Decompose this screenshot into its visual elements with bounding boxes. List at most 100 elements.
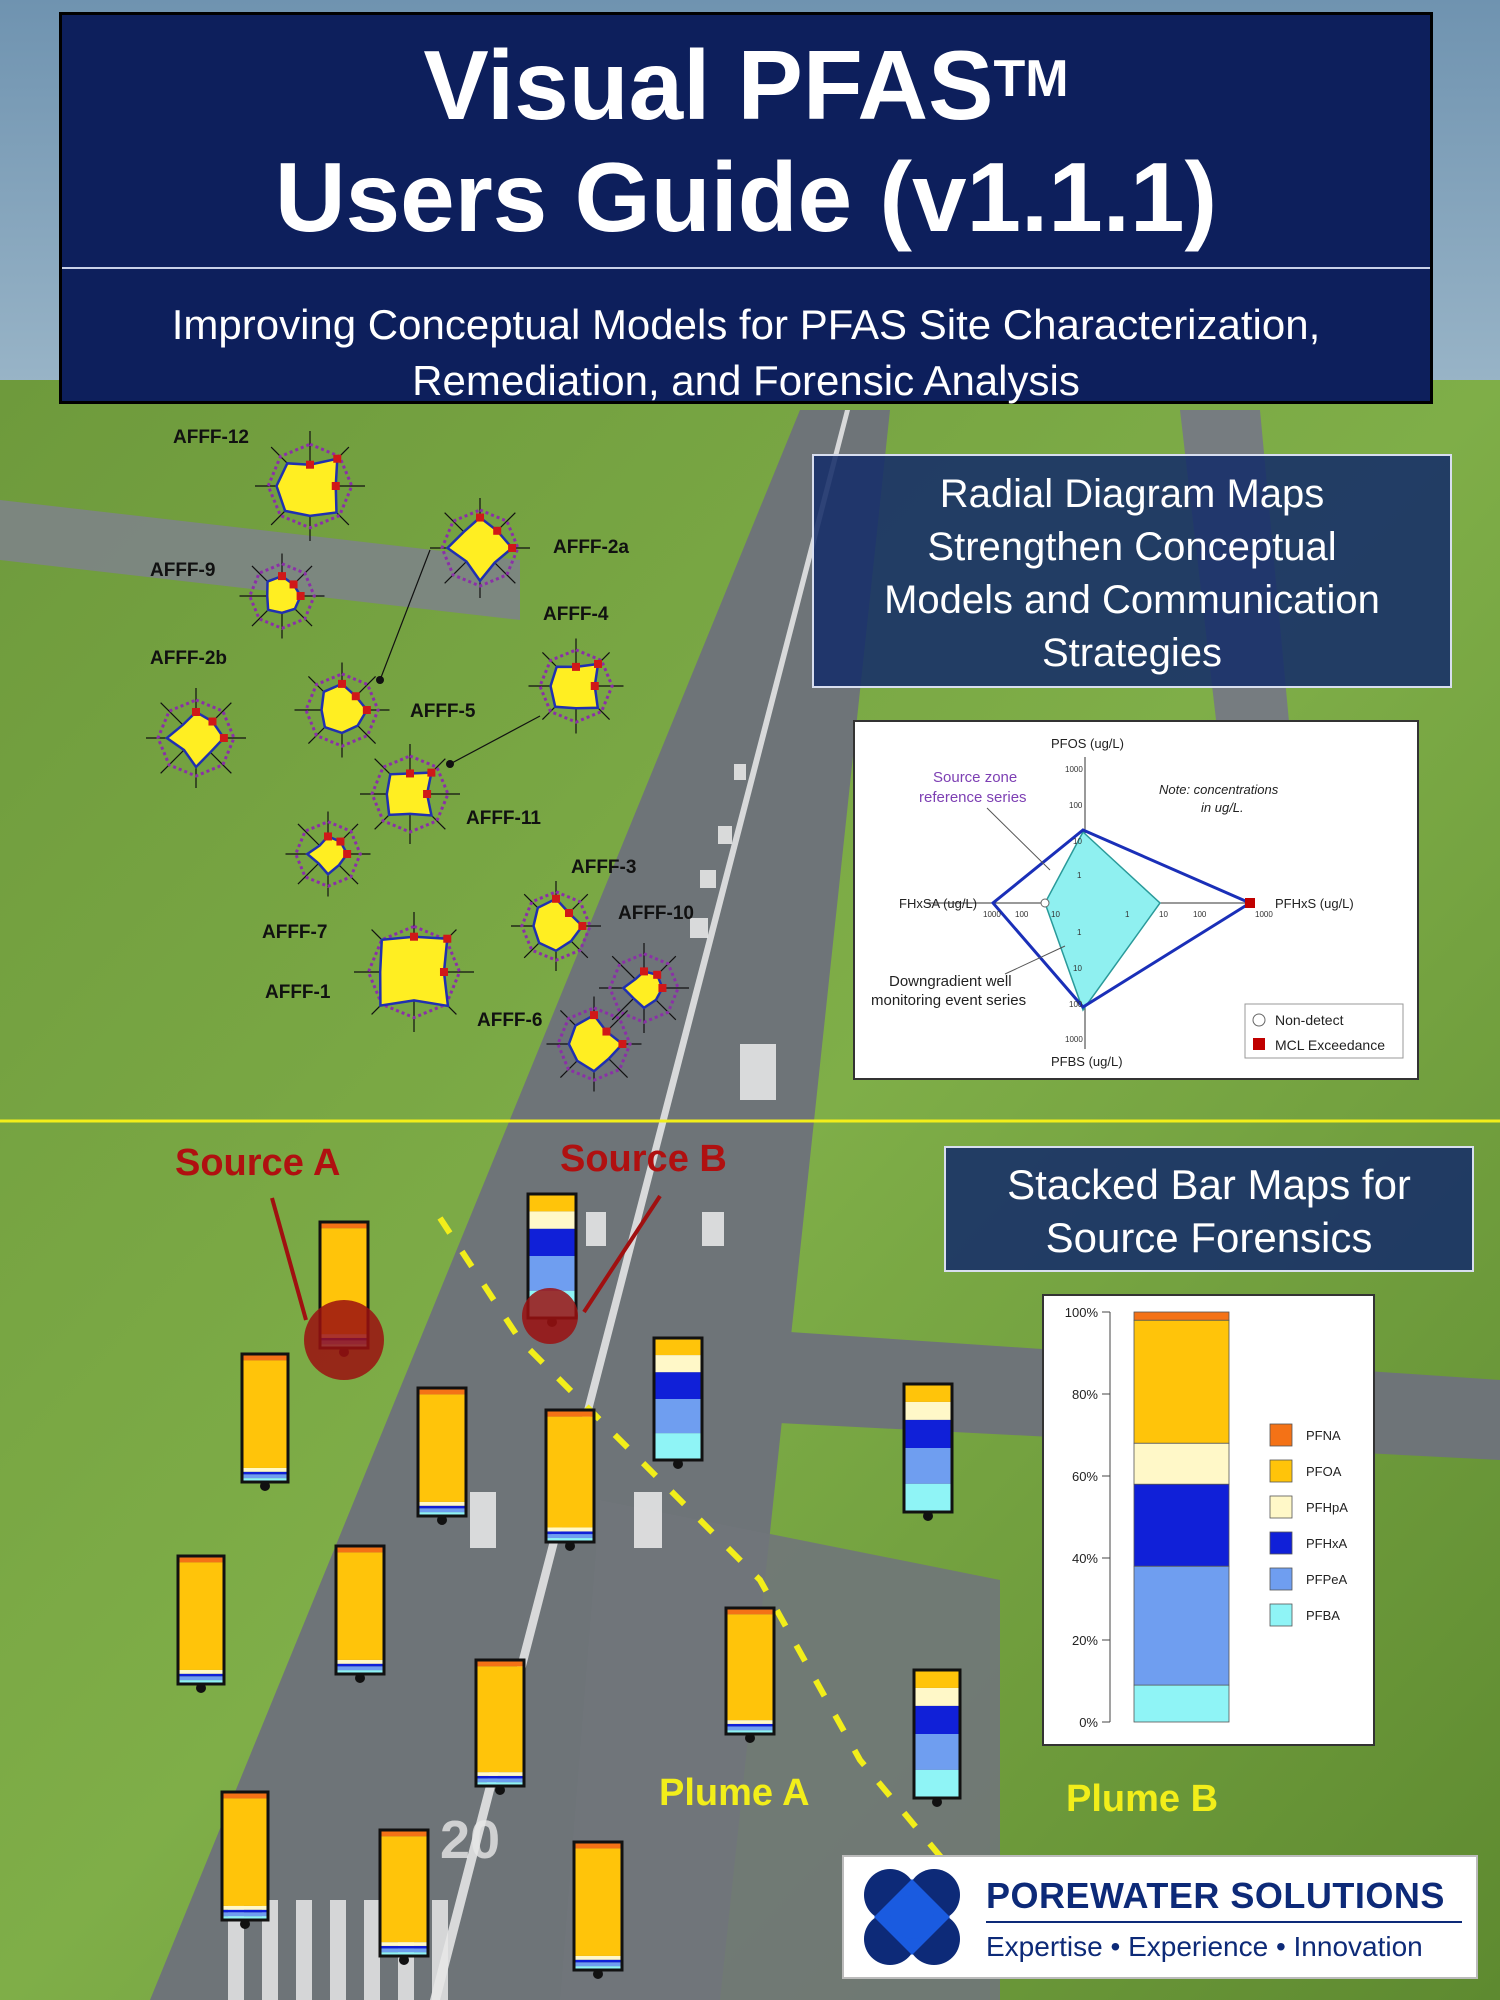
radar-axis-top-label: PFOS (ug/L) (1051, 736, 1124, 751)
downgradient-annotation-line-2: monitoring event series (871, 992, 1026, 1009)
radar-tick-right-10: 10 (1159, 910, 1168, 919)
label-afff-1: AFFF-1 (265, 982, 331, 1003)
stacked-callout-line-2: Source Forensics (1045, 1214, 1373, 1261)
radial-diagram-glyph (511, 881, 601, 971)
legend-mcl-label: MCL Exceedance (1275, 1037, 1385, 1053)
logo-divider (986, 1921, 1462, 1923)
bar-segment-pfoa (1133, 1319, 1230, 1444)
radial-diagram-callout: Radial Diagram Maps Strengthen Conceptua… (812, 454, 1452, 688)
reference-series-polygon (990, 828, 1254, 1009)
y-tick-label: 60% (1072, 1469, 1098, 1484)
radar-tick-top-10: 10 (1073, 837, 1082, 846)
source-zone-annotation-line-2: reference series (919, 789, 1027, 806)
legend-label-pfna: PFNA (1306, 1428, 1341, 1443)
radar-tick-bottom-1: 1 (1077, 928, 1082, 937)
downgradient-annotation-line-1: Downgradient well (889, 973, 1012, 990)
legend-label-pfhxa: PFHxA (1306, 1536, 1348, 1551)
map-stacked-bar (176, 1554, 226, 1693)
label-afff-4: AFFF-4 (543, 604, 609, 625)
title-line-2: Users Guide (v1.1.1) (274, 142, 1218, 252)
label-afff-5: AFFF-5 (410, 701, 476, 722)
source-b-label: Source B (560, 1138, 727, 1180)
sample-pointer (449, 715, 541, 765)
map-stacked-bar (544, 1408, 596, 1551)
legend-non-detect-icon (1252, 1013, 1266, 1027)
radar-tick-top-1: 1 (1077, 871, 1082, 880)
source-zone-pointer (986, 807, 1051, 871)
radial-diagram-glyph (354, 912, 474, 1032)
document-title: Visual PFASTM Users Guide (v1.1.1) (62, 29, 1430, 253)
legend-mcl-icon (1253, 1038, 1265, 1050)
bar-segment-pfna (1133, 1311, 1230, 1321)
legend-label-pfhpa: PFHpA (1306, 1500, 1348, 1515)
porewater-mark-icon (864, 1869, 960, 1965)
map-stacked-bar (378, 1828, 430, 1965)
radial-diagram-glyph (528, 638, 624, 734)
radial-diagram-glyph (430, 498, 530, 598)
bar-segment-pfba (1133, 1684, 1230, 1723)
plume-a-label: Plume A (659, 1772, 810, 1814)
sample-pointer-dot (376, 676, 384, 684)
radar-tick-bottom-100: 100 (1069, 1000, 1083, 1009)
subtitle-line-2: Remediation, and Forensic Analysis (412, 357, 1080, 404)
legend-swatch-pfhxa (1269, 1531, 1293, 1555)
label-afff-3: AFFF-3 (571, 857, 637, 878)
mcl-exceedance-marker (1245, 898, 1255, 908)
label-afff-2a: AFFF-2a (553, 537, 629, 558)
stacked-bar-example-chart: 0%20%40%60%80%100%PFNAPFOAPFHpAPFHxAPFPe… (1065, 1305, 1348, 1730)
sample-pointer-dot (446, 760, 454, 768)
radar-tick-right-1: 1 (1125, 910, 1130, 919)
radial-diagram-glyph (285, 811, 371, 897)
source-zone-marker (304, 1300, 384, 1380)
stacked-callout-line-1: Stacked Bar Maps for (1007, 1161, 1411, 1208)
legend-swatch-pfpea (1269, 1567, 1293, 1591)
radar-tick-left-10: 10 (1051, 910, 1060, 919)
y-tick-label: 0% (1079, 1715, 1098, 1730)
downgradient-pointer (1004, 945, 1066, 975)
bar-segment-pfpea (1133, 1565, 1230, 1686)
label-afff-6: AFFF-6 (477, 1010, 543, 1031)
radial-diagram-glyph (546, 996, 642, 1092)
label-afff-10: AFFF-10 (618, 903, 694, 924)
radar-tick-left-1000: 1000 (983, 910, 1001, 919)
radar-axis-right-label: PFHxS (ug/L) (1275, 896, 1354, 911)
map-stacked-bar (724, 1606, 776, 1743)
source-a-label: Source A (175, 1142, 341, 1184)
non-detect-marker (1040, 898, 1050, 908)
radial-diagram-glyph (239, 553, 325, 639)
radar-example-panel: PFOS (ug/L) PFHxS (ug/L) FHxSA (ug/L) PF… (853, 720, 1419, 1080)
source-zone-annotation-line-1: Source zone (933, 769, 1017, 786)
source-arrow (582, 1194, 662, 1314)
radar-note-line-1: Note: concentrations (1159, 782, 1279, 797)
legend-label-pfba: PFBA (1306, 1608, 1340, 1623)
map-stacked-bar (912, 1668, 962, 1807)
sample-pointer (379, 549, 431, 681)
title-divider (62, 267, 1430, 269)
label-afff-11: AFFF-11 (466, 808, 541, 829)
source-arrow (270, 1197, 308, 1321)
radial-diagram-glyph (146, 688, 246, 788)
document-subtitle: Improving Conceptual Models for PFAS Sit… (62, 297, 1430, 409)
bar-segment-pfhxa (1133, 1483, 1230, 1567)
radial-diagram-glyph (294, 662, 390, 758)
legend-label-pfpea: PFPeA (1306, 1572, 1348, 1587)
legend-label-pfoa: PFOA (1306, 1464, 1342, 1479)
map-stacked-bar (220, 1790, 270, 1929)
radial-callout-line-2: Strengthen Conceptual (927, 525, 1337, 569)
label-afff-2b: AFFF-2b (150, 648, 228, 669)
map-stacked-bar (240, 1352, 290, 1491)
radar-legend-box (1244, 1003, 1404, 1059)
radial-callout-line-3: Models and Communication (884, 578, 1380, 622)
radar-tick-right-100: 100 (1193, 910, 1207, 919)
radar-example-chart: PFOS (ug/L) PFHxS (ug/L) FHxSA (ug/L) PF… (871, 736, 1404, 1069)
radar-axis-left-label: FHxSA (ug/L) (899, 896, 977, 911)
label-afff-9: AFFF-9 (150, 560, 216, 581)
trademark-mark: TM (993, 50, 1069, 108)
y-tick-label: 100% (1065, 1305, 1099, 1320)
title-line-1: Visual PFAS (423, 30, 994, 140)
plume-b-label: Plume B (1066, 1778, 1219, 1820)
y-tick-label: 40% (1072, 1551, 1098, 1566)
